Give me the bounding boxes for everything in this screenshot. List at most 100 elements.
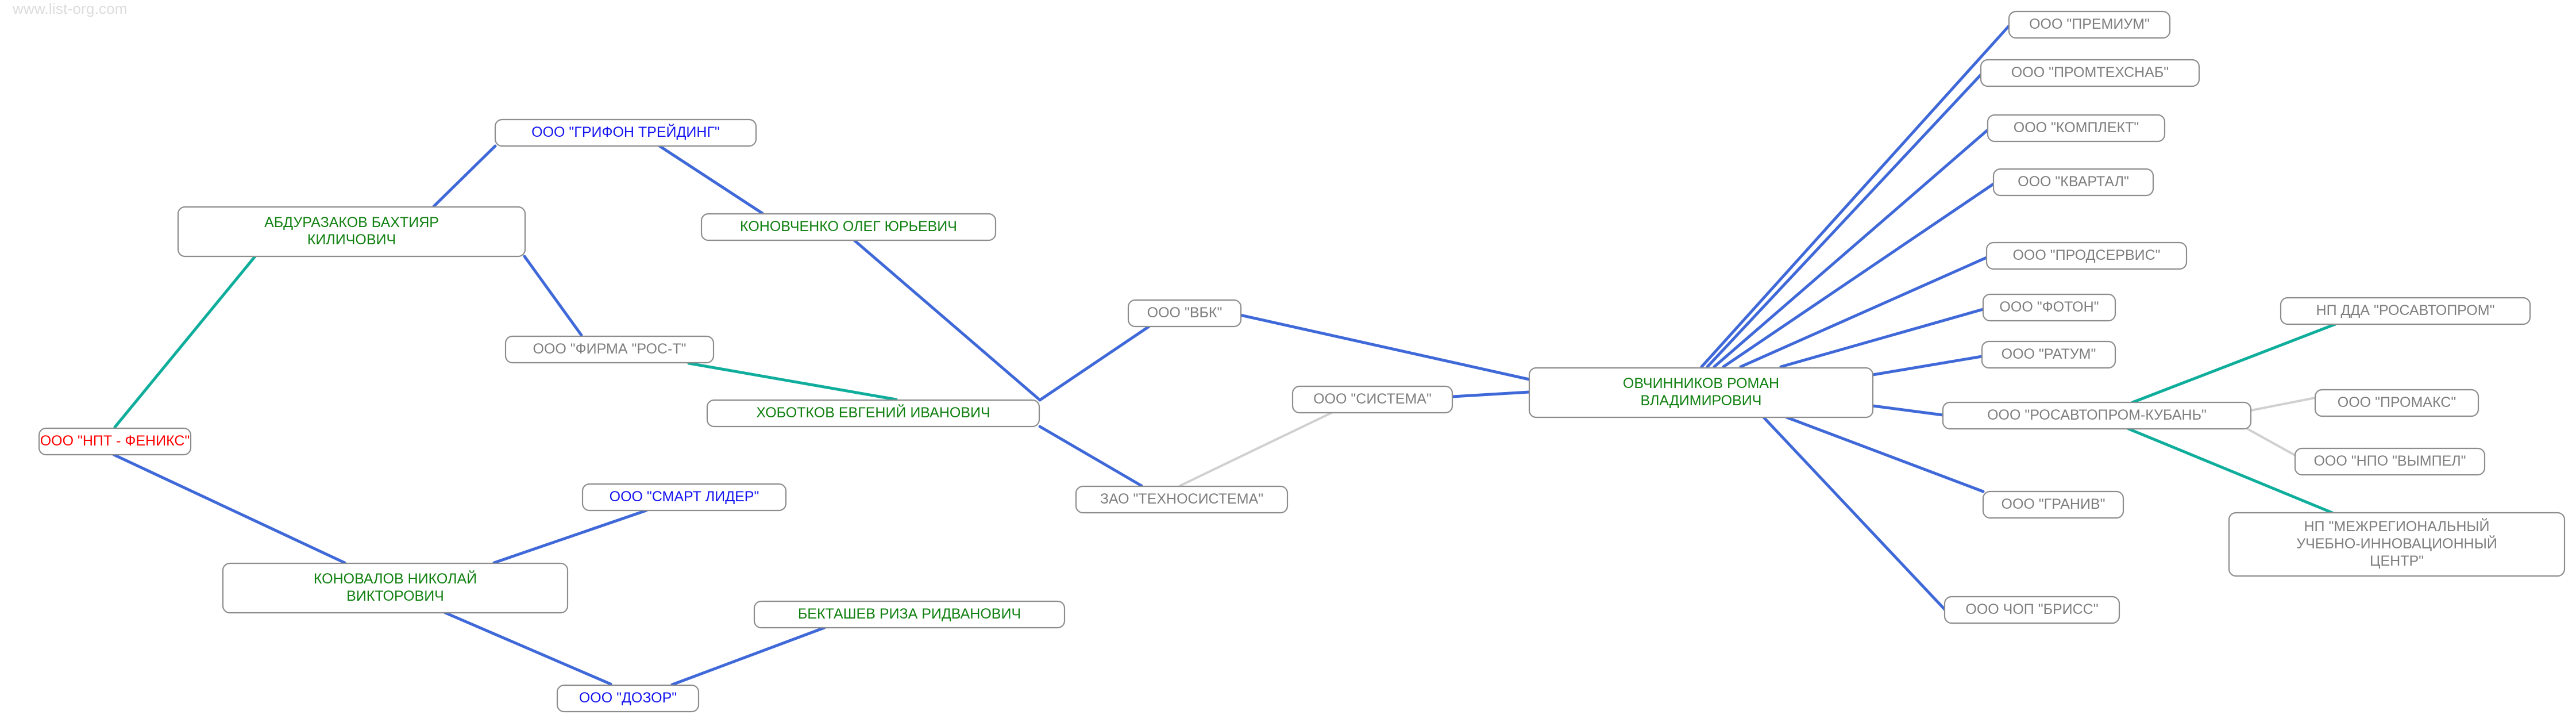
node-label: ООО "НПТ - ФЕНИКС"	[40, 433, 190, 449]
node-box	[556, 684, 700, 713]
node-box	[222, 562, 569, 614]
node-label: ООО "ПРОМАКС"	[2338, 394, 2456, 410]
graph-node-hobotkov[interactable]: ХОБОТКОВ ЕВГЕНИЙ ИВАНОВИЧ	[706, 399, 1040, 428]
node-box	[700, 213, 997, 241]
graph-node-premium[interactable]: ООО "ПРЕМИУМ"	[2008, 10, 2171, 39]
node-box	[1980, 59, 2200, 87]
graph-node-prodservis[interactable]: ООО "ПРОДСЕРВИС"	[1985, 241, 2188, 270]
graph-edge	[444, 611, 612, 686]
graph-node-np_dda[interactable]: НП ДДА "РОСАВТОПРОМ"	[2280, 297, 2531, 325]
graph-node-graniv[interactable]: ООО "ГРАНИВ"	[1982, 490, 2124, 519]
node-label: НП ДДА "РОСАВТОПРОМ"	[2316, 302, 2495, 318]
graph-edge	[1871, 404, 1945, 417]
node-box	[1987, 114, 2166, 143]
graph-edge	[1038, 325, 1151, 402]
node-label: ООО ЧОП "БРИСС"	[1965, 601, 2098, 617]
node-box	[2294, 447, 2486, 476]
graph-node-npt_feniks[interactable]: ООО "НПТ - ФЕНИКС"	[38, 427, 192, 456]
graph-node-dozor[interactable]: ООО "ДОЗОР"	[556, 684, 700, 713]
node-label: ООО "ДОЗОР"	[579, 690, 677, 706]
node-box	[504, 335, 715, 364]
graph-edge	[1779, 308, 1985, 368]
graph-edge	[1451, 390, 1531, 398]
node-box	[1291, 385, 1453, 414]
graph-edge	[1038, 425, 1143, 487]
node-label: ООО "КОМПЛЕКТ"	[2014, 120, 2139, 136]
node-label: ООО "ФОТОН"	[1999, 299, 2099, 315]
node-label: ООО "ВБК"	[1147, 305, 1223, 321]
graph-node-konovchenko[interactable]: КОНОВЧЕНКО ОЛЕГ ЮРЬЕВИЧ	[700, 213, 997, 241]
graph-edge	[1762, 416, 1946, 611]
node-box	[177, 206, 526, 258]
graph-edge	[853, 239, 1041, 401]
node-label: ООО "КВАРТАЛ"	[2018, 174, 2129, 190]
node-label: ООО "СИСТЕМА"	[1313, 391, 1432, 407]
graph-edge	[1739, 256, 1988, 368]
node-box	[38, 427, 192, 456]
graph-edge	[1700, 24, 2011, 368]
node-box	[2228, 512, 2566, 577]
node-label: КОНОВЧЕНКО ОЛЕГ ЮРЬЕВИЧ	[740, 218, 957, 235]
node-box	[1528, 367, 1874, 418]
graph-edge	[1179, 412, 1333, 487]
graph-edge	[1713, 128, 1989, 368]
graph-node-bektashev[interactable]: БЕКТАШЕВ РИЗА РИДВАНОВИЧ	[753, 600, 1066, 629]
node-box	[1992, 168, 2154, 197]
node-box	[1982, 490, 2124, 519]
graph-node-promtehsnab[interactable]: ООО "ПРОМТЕХСНАБ"	[1980, 59, 2200, 87]
node-box	[1985, 241, 2188, 270]
node-box	[753, 600, 1066, 629]
graph-edge	[1231, 312, 1531, 381]
node-label: ООО "ГРИФОН ТРЕЙДИНГ"	[531, 123, 720, 140]
graph-edge	[2127, 427, 2334, 514]
node-label: ЗАО "ТЕХНОСИСТЕМА"	[1100, 491, 1263, 507]
node-box	[1981, 340, 2116, 369]
graph-edge	[2131, 322, 2337, 404]
graph-edge	[1706, 73, 1983, 368]
graph-node-komplekt[interactable]: ООО "КОМПЛЕКТ"	[1987, 114, 2166, 143]
graph-node-npo_vympel[interactable]: ООО "НПО "ВЫМПЕЛ"	[2294, 447, 2486, 476]
node-box	[1075, 485, 1289, 514]
graph-edge	[1785, 416, 1985, 493]
graph-edge	[112, 453, 346, 564]
node-box	[2314, 389, 2479, 417]
node-box	[1127, 299, 1242, 328]
graph-node-briss[interactable]: ООО ЧОП "БРИСС"	[1943, 596, 2120, 624]
node-label: ООО "ПРЕМИУМ"	[2029, 16, 2150, 32]
graph-node-smart_lider[interactable]: ООО "СМАРТ ЛИДЕР"	[581, 483, 787, 512]
graph-node-ratum[interactable]: ООО "РАТУМ"	[1981, 340, 2116, 369]
node-box	[1982, 293, 2116, 322]
node-box	[2008, 10, 2171, 39]
node-box	[1943, 596, 2120, 624]
node-box	[1942, 401, 2252, 430]
graph-edge	[2246, 428, 2296, 456]
node-box	[581, 483, 787, 512]
graph-node-vbk[interactable]: ООО "ВБК"	[1127, 299, 1242, 328]
graph-node-promaks[interactable]: ООО "ПРОМАКС"	[2314, 389, 2479, 417]
graph-node-tehnosistema[interactable]: ЗАО "ТЕХНОСИСТЕМА"	[1075, 485, 1289, 514]
node-label: ООО "ПРОДСЕРВИС"	[2012, 247, 2160, 263]
node-label: ООО "ГРАНИВ"	[2002, 496, 2105, 512]
graph-node-rosavtoprom_kuban[interactable]: ООО "РОСАВТОПРОМ-КУБАНЬ"	[1942, 401, 2252, 430]
graph-node-grifon[interactable]: ООО "ГРИФОН ТРЕЙДИНГ"	[494, 118, 757, 147]
graph-node-kvartal[interactable]: ООО "КВАРТАЛ"	[1992, 168, 2154, 197]
node-box	[2280, 297, 2531, 325]
graph-node-sistema[interactable]: ООО "СИСТЕМА"	[1291, 385, 1453, 414]
graph-edge	[1722, 182, 1995, 368]
graph-node-firma_rost[interactable]: ООО "ФИРМА "РОС-Т"	[504, 335, 715, 364]
edges-layer	[112, 24, 2337, 686]
node-box	[494, 118, 757, 147]
graph-node-foton[interactable]: ООО "ФОТОН"	[1982, 293, 2116, 322]
graph-edge	[687, 362, 898, 401]
graph-edge	[670, 626, 826, 686]
graph-edge	[658, 144, 764, 215]
graph-edge	[1871, 355, 1984, 377]
